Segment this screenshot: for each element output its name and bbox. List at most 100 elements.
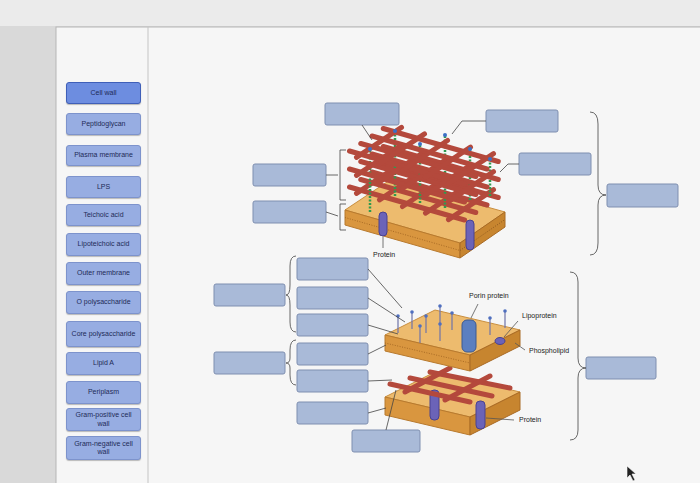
column-divider [148, 27, 149, 483]
drop-box [352, 430, 420, 452]
bead [438, 304, 442, 308]
bead [393, 129, 397, 133]
leader-line [515, 343, 525, 350]
label-tile: Core polysaccharide [66, 321, 141, 347]
bead [418, 142, 422, 146]
lipoprotein [495, 338, 505, 345]
exercise-panel [56, 27, 700, 483]
label-tile: LPS [66, 176, 141, 198]
membrane-protein [466, 220, 474, 250]
part-label: Protein [518, 416, 542, 424]
tile-text: Gram-positive cell wall [70, 411, 137, 427]
label-tile: Lipoteichoic acid [66, 233, 141, 256]
bracket [340, 150, 346, 200]
leader-line [362, 125, 372, 140]
membrane-side [470, 330, 520, 371]
tile-text: Lipid A [93, 359, 114, 367]
leader-line [326, 175, 338, 176]
leader-line [368, 408, 386, 413]
peptidoglycan-rods [390, 368, 510, 402]
glycan-rod [405, 368, 450, 392]
leader-line [500, 164, 519, 172]
tile-text: Outer membrane [77, 269, 130, 277]
drop-box [253, 164, 326, 186]
label-tile: Periplasm [66, 381, 141, 404]
bead [503, 309, 507, 313]
bracket [340, 204, 346, 230]
bead [418, 324, 422, 328]
lps-strand [504, 312, 505, 328]
membrane-protein [379, 212, 387, 236]
lps-strand [425, 317, 426, 333]
glycan-rod [445, 376, 490, 400]
leader-line [326, 212, 338, 216]
drop-box [297, 402, 368, 424]
drop-box [486, 110, 558, 132]
leader-line [504, 321, 518, 337]
bead [443, 133, 447, 137]
label-tile: Outer membrane [66, 262, 141, 285]
bead [450, 311, 454, 315]
leader-line [368, 325, 398, 334]
tile-text: Plasma membrane [74, 151, 133, 159]
teichoic-beads [368, 129, 492, 161]
tile-text: Peptidoglycan [82, 120, 126, 128]
bead [488, 316, 492, 320]
leader-line [368, 298, 405, 322]
tile-text: Cell wall [90, 89, 116, 97]
lps-strand [489, 319, 490, 335]
tile-text: O polysaccharide [76, 298, 130, 306]
part-label: Protein [372, 251, 396, 259]
leader-line [368, 345, 386, 354]
bead [438, 322, 442, 326]
label-tile: Gram-negative cell wall [66, 436, 141, 460]
leader-line [471, 304, 478, 318]
bilayer-line [345, 218, 460, 251]
membrane-protein [476, 401, 485, 429]
lps-strand [439, 307, 440, 323]
label-tile: Plasma membrane [66, 145, 141, 166]
leader-line [383, 237, 384, 248]
tile-text: Core polysaccharide [72, 330, 136, 338]
part-label: Phospholipid [528, 347, 570, 355]
label-tile: O polysaccharide [66, 291, 141, 314]
bracket [590, 112, 606, 255]
porin-protein [462, 320, 476, 352]
leader-line [386, 390, 396, 430]
leader-line [368, 269, 402, 308]
membrane-front [385, 335, 470, 371]
leader-line [452, 121, 486, 134]
leader-lines [471, 304, 525, 420]
drop-box [297, 287, 368, 309]
membrane-front [345, 210, 460, 258]
part-label: Lipoprotein [521, 312, 558, 320]
drop-box [253, 201, 326, 223]
drop-box [297, 370, 368, 392]
leader-line [486, 418, 514, 420]
lps-strand [411, 313, 412, 329]
tile-text: Teichoic acid [83, 211, 123, 219]
bilayer-line [385, 343, 470, 363]
lps-strand [419, 327, 420, 343]
tile-text: Periplasm [88, 388, 119, 396]
brace [286, 256, 296, 332]
tile-text: Gram-negative cell wall [70, 440, 137, 456]
bead [488, 157, 492, 161]
tile-text: LPS [97, 183, 110, 191]
drop-box [214, 352, 285, 374]
lps-strand [451, 314, 452, 330]
bracket [570, 272, 586, 440]
drop-box [586, 357, 656, 379]
membrane-side [460, 212, 505, 258]
top-bar [0, 0, 700, 26]
label-tile: Lipid A [66, 352, 141, 375]
leader-line [368, 380, 392, 381]
drop-box [325, 103, 399, 125]
label-tile: Peptidoglycan [66, 113, 141, 135]
drop-targets [214, 103, 678, 452]
drop-box [297, 314, 368, 336]
drop-box [519, 153, 591, 175]
membrane-front [385, 397, 470, 435]
lps-strand [397, 317, 398, 333]
